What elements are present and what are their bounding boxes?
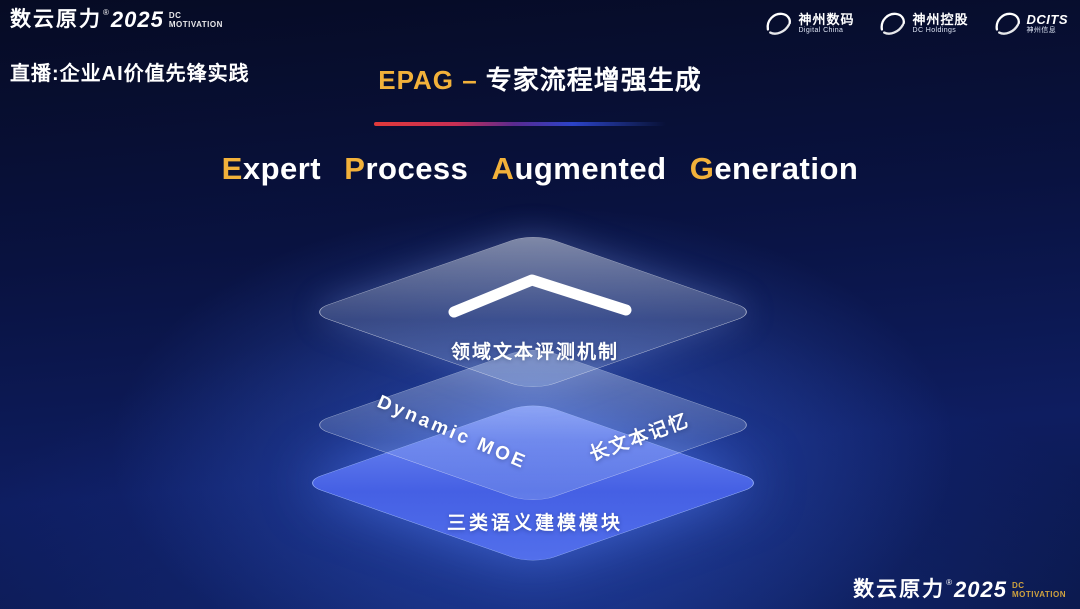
live-label: 直播:企业AI价值先锋实践	[10, 63, 250, 85]
footer-brand-name: 数云原力	[853, 578, 946, 601]
brand-year: 2025	[110, 7, 164, 32]
title-word-rest: ugmented	[514, 151, 667, 186]
partner-logo-name: 神州控股	[912, 11, 969, 27]
title-word-rest: rocess	[365, 151, 469, 186]
footer-registered-mark: ®	[946, 578, 953, 587]
partner-logo-sub: Digital China	[798, 27, 844, 35]
footer-brand-dc-motivation: DC MOTIVATION	[1012, 581, 1066, 599]
title-word: Process	[344, 151, 468, 186]
layer-top-label: 领域文本评测机制	[450, 342, 620, 363]
brand-dc-line2: MOTIVATION	[168, 20, 223, 30]
title-word: Augmented	[492, 151, 667, 186]
brand-dc-line1: DC	[168, 11, 182, 20]
partner-logo-digital-china: 神州数码 Digital China	[764, 10, 854, 38]
title-word-initial: E	[221, 151, 243, 186]
brand-dc-motivation: DC MOTIVATION	[169, 11, 223, 29]
chevron-up-icon	[448, 274, 632, 318]
title-word-initial: P	[344, 151, 366, 186]
main-title: Expert Process Augmented Generation	[0, 151, 1080, 187]
partner-logos: 神州数码 Digital China 神州控股 DC Holdings DCIT…	[764, 10, 1068, 38]
partner-logo-name: DCITS	[1026, 11, 1068, 27]
swoosh-icon	[767, 12, 792, 35]
section-title-highlight: EPAG –	[378, 65, 478, 95]
gradient-divider	[374, 122, 666, 126]
layer-bottom-label: 三类语义建模模块	[446, 513, 624, 534]
section-title: EPAG –专家流程增强生成	[0, 60, 1080, 97]
title-word: Generation	[690, 151, 859, 186]
section-title-rest: 专家流程增强生成	[485, 65, 702, 95]
swoosh-icon	[995, 12, 1020, 35]
brand-logo: 数云原力 ® 2025 DC MOTIVATION	[10, 9, 223, 31]
title-word-rest: eneration	[714, 151, 859, 186]
brand-name: 数云原力	[10, 8, 102, 31]
title-word-rest: xpert	[242, 151, 322, 186]
partner-logo-dcits: DCITS 神州信息	[993, 10, 1069, 38]
partner-logo-name: 神州数码	[798, 11, 855, 27]
footer-brand-dc-line2: MOTIVATION	[1011, 590, 1066, 600]
title-word: Expert	[222, 151, 322, 186]
title-word-initial: A	[491, 151, 515, 186]
partner-logo-sub: 神州信息	[1026, 27, 1057, 35]
partner-logo-sub: DC Holdings	[912, 27, 957, 35]
title-word-initial: G	[689, 151, 715, 186]
footer-brand-year: 2025	[954, 577, 1007, 602]
registered-mark: ®	[103, 8, 109, 17]
footer-brand-logo: 数云原力 ® 2025 DC MOTIVATION	[853, 579, 1066, 601]
footer-brand-dc-line1: DC	[1011, 581, 1025, 590]
partner-logo-dc-holdings: 神州控股 DC Holdings	[878, 10, 968, 38]
swoosh-icon	[881, 12, 906, 35]
